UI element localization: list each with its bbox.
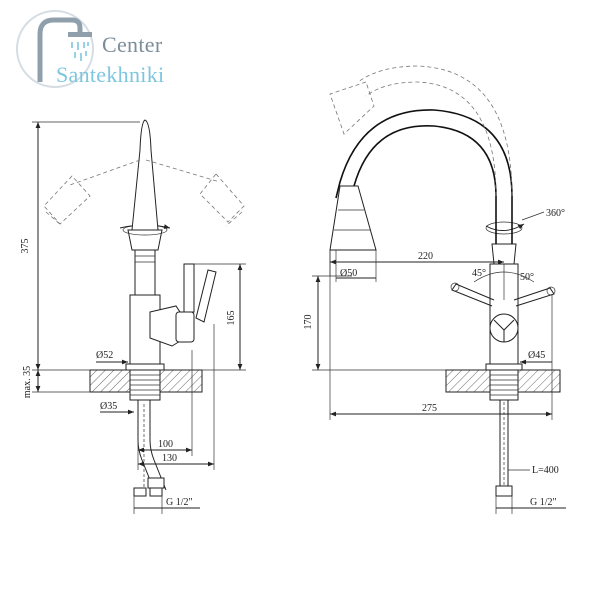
- dim-angle-left: 45°: [472, 268, 486, 279]
- dim-head-dia: Ø50: [340, 268, 357, 279]
- dim-spout-reach: 220: [418, 251, 433, 262]
- side-gooseneck: [349, 125, 497, 244]
- dim-total-width: 275: [422, 403, 437, 414]
- front-lever: [195, 269, 217, 323]
- dim-thread-front: G 1/2": [166, 497, 193, 508]
- front-spray-head-left: [43, 175, 91, 225]
- brand-name: Center: [102, 32, 163, 57]
- front-spray-head-right: [199, 173, 245, 223]
- dim-hose-length: L=400: [532, 465, 559, 476]
- brand-subname: Santekhniki: [56, 62, 165, 87]
- dim-thread-side: G 1/2": [530, 497, 557, 508]
- side-spray-head-swung: [329, 81, 375, 135]
- dim-rotation: 360°: [546, 208, 565, 219]
- front-spout: [131, 119, 159, 231]
- dim-handle-reach: 100: [158, 439, 173, 450]
- dim-total-height: 375: [20, 239, 31, 254]
- dim-spout-height: 170: [303, 315, 314, 330]
- dim-base-dia: Ø45: [528, 350, 545, 361]
- brand-logo: Center Santekhniki: [10, 4, 180, 94]
- dim-angle-right: 50°: [520, 272, 534, 283]
- dim-pipe-dia: Ø35: [100, 401, 117, 412]
- shower-head-icon: [16, 10, 94, 88]
- dim-max-thickness: max. 35: [22, 366, 33, 398]
- dim-body-height: 165: [226, 311, 237, 326]
- dim-spout-base-dia: Ø52: [96, 350, 113, 361]
- dim-total-reach: 130: [162, 453, 177, 464]
- side-view: 45° 50° 360° 220 Ø50 170 Ø45: [303, 65, 566, 514]
- front-view: 375 max. 35 165 Ø52 Ø35 100 130 G 1/2": [20, 119, 246, 514]
